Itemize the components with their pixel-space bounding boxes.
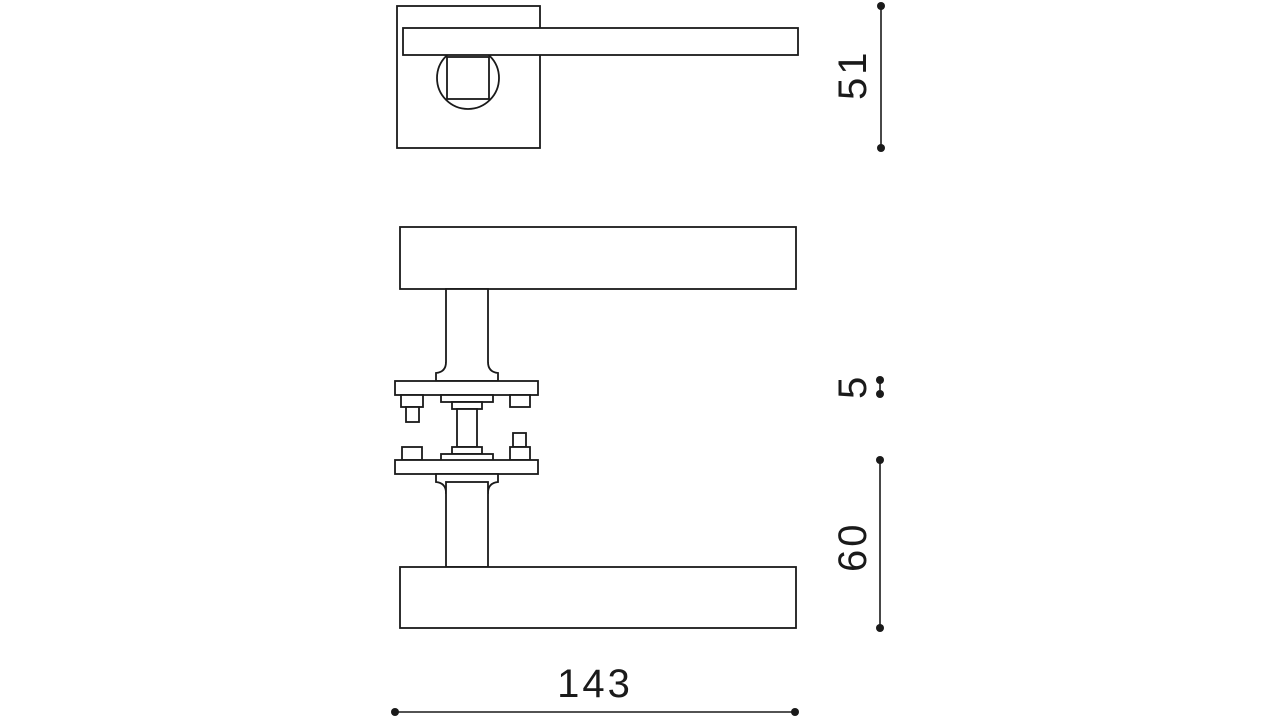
rose-plate-upper <box>394 380 539 396</box>
dimension-label-143: 143 <box>557 662 633 706</box>
screw-head-lower-right <box>509 446 531 461</box>
dimension-dot-5-bottom <box>876 390 884 398</box>
dimension-label-5: 5 <box>831 374 875 399</box>
rose-plate-lower <box>394 459 539 475</box>
dimension-dot-143-right <box>791 708 799 716</box>
lever-lower <box>399 566 797 629</box>
top-view <box>396 5 799 149</box>
dimension-51: 51 <box>831 2 885 152</box>
dimension-5: 5 <box>831 374 884 399</box>
neck-flare-upper <box>435 361 499 382</box>
screw-head-upper-right <box>509 394 531 408</box>
dimension-dot-5-top <box>876 376 884 384</box>
rose-boss-upper <box>440 394 494 403</box>
side-view <box>394 226 797 629</box>
dimension-label-51: 51 <box>831 50 875 101</box>
dimension-dot-143-left <box>391 708 399 716</box>
dimension-dot-60-top <box>876 456 884 464</box>
screw-head-lower-left <box>401 446 423 461</box>
dimension-label-60: 60 <box>831 522 875 573</box>
spindle-square-top <box>446 56 490 100</box>
screw-shank-lower-right <box>512 432 527 448</box>
neck-upper <box>445 288 489 374</box>
spindle-collar-bottom <box>451 446 483 455</box>
dimension-dot-51-top <box>877 2 885 10</box>
spindle <box>456 408 478 448</box>
dimension-143: 143 <box>391 662 799 716</box>
neck-lower <box>445 481 489 568</box>
screw-head-upper-left <box>400 394 424 408</box>
dimension-60: 60 <box>831 456 884 632</box>
dimension-dot-51-bottom <box>877 144 885 152</box>
spindle-collar-top <box>451 401 483 410</box>
lever-upper <box>399 226 797 290</box>
screw-shank-upper-left <box>405 406 420 423</box>
dimension-dot-60-bottom <box>876 624 884 632</box>
lever-top <box>402 27 799 56</box>
